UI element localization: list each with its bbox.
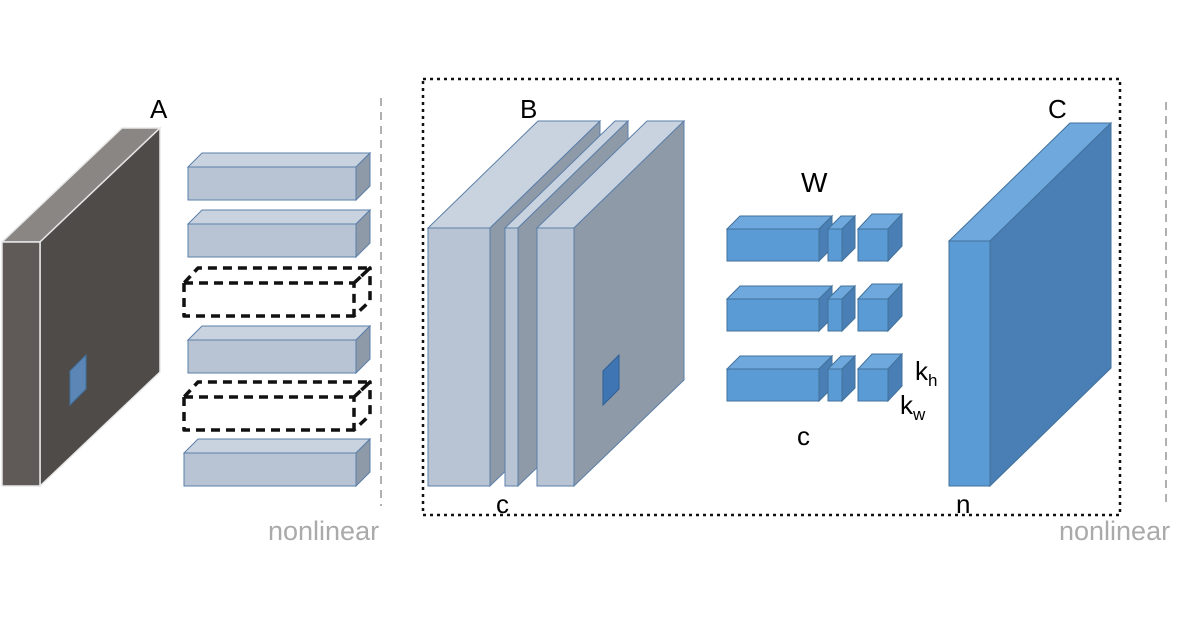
- tensor-c-front-face: [948, 240, 991, 487]
- kernel-row-2: [725, 282, 904, 333]
- tensor-a-block: [0, 126, 162, 488]
- tensor-a-front-face: [1, 241, 41, 487]
- label-kh-sub: h: [928, 371, 937, 390]
- label-a: A: [150, 94, 168, 124]
- label-kw-sub: w: [912, 405, 926, 424]
- tensor-b-block: [426, 119, 686, 488]
- kernel-row-3: [725, 352, 904, 403]
- tensor-a-highlight-patch: [69, 353, 87, 407]
- label-kh: kh: [915, 356, 937, 390]
- slab-5-dashed-placeholder: [182, 380, 372, 432]
- slab-6: [182, 437, 372, 488]
- label-c: C: [1048, 94, 1067, 124]
- label-c-under-w: c: [797, 421, 810, 451]
- tensor-c-block: [947, 121, 1113, 488]
- slab-stack: [182, 151, 372, 488]
- slab-3-dashed-placeholder: [182, 266, 372, 318]
- kernel-row-1: [725, 212, 904, 263]
- label-nonlinear-right: nonlinear: [1059, 516, 1170, 546]
- slab-4: [186, 324, 372, 375]
- label-kw-base: k: [900, 390, 914, 420]
- label-b: B: [520, 94, 537, 124]
- label-w: W: [801, 167, 828, 198]
- label-c-under-b: c: [496, 489, 509, 519]
- label-n: n: [956, 489, 970, 519]
- label-kw: kw: [900, 390, 926, 424]
- slab-1: [186, 151, 372, 202]
- kernel-w-group: [725, 212, 904, 403]
- label-nonlinear-left: nonlinear: [268, 516, 379, 546]
- slab-2: [186, 208, 372, 259]
- tensor-b-highlight-patch: [602, 353, 620, 407]
- label-kh-base: k: [915, 356, 929, 386]
